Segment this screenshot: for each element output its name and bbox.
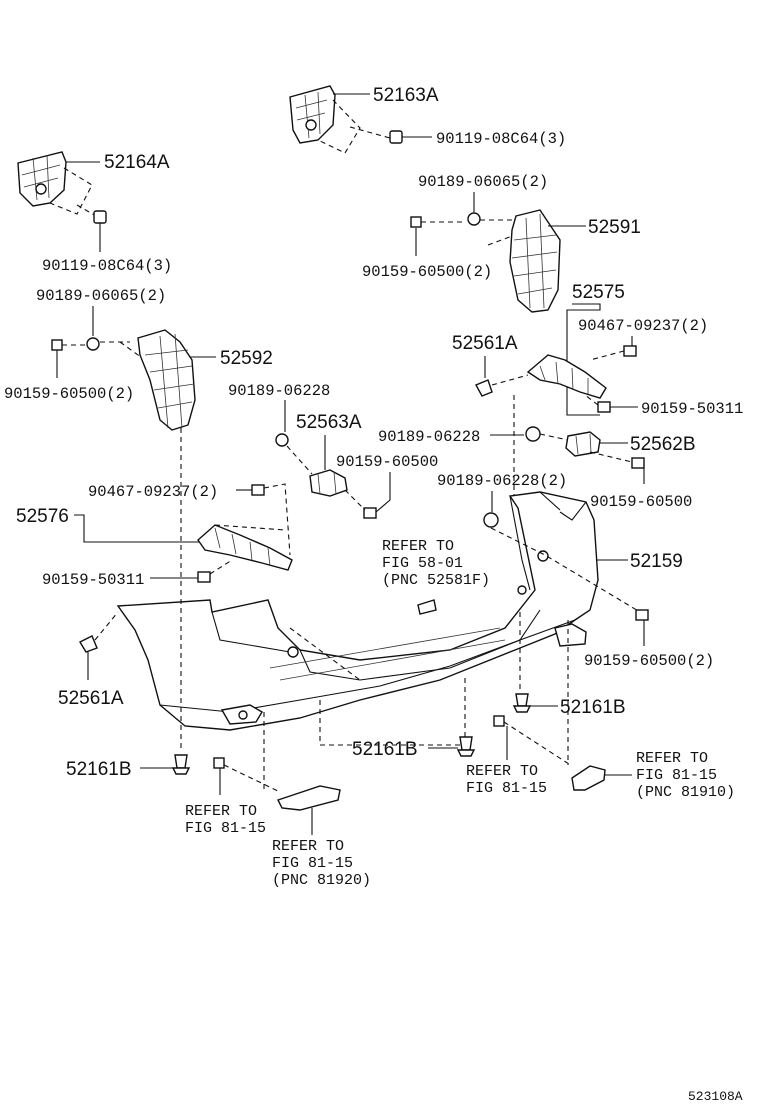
reflector-right[interactable] <box>571 765 606 791</box>
screw-icon[interactable] <box>197 571 211 583</box>
label-screw-90159-50311-b: 90159-50311 <box>42 571 144 589</box>
clip-icon[interactable] <box>86 337 100 351</box>
retainer-52562B[interactable] <box>565 431 601 457</box>
label-52591: 52591 <box>588 217 641 238</box>
clip-52561A-icon[interactable] <box>475 379 493 397</box>
bracket-52164A[interactable] <box>17 151 100 215</box>
bracket-52163A[interactable] <box>289 85 370 154</box>
label-52562B: 52562B <box>630 434 696 455</box>
figure-code: 523108A <box>688 1089 743 1104</box>
screw-icon[interactable] <box>410 216 422 228</box>
label-clip-90189-06065-b: 90189-06065(2) <box>36 287 166 305</box>
label-nut-90467-b: 90467-09237(2) <box>88 483 218 501</box>
bracket-52591[interactable] <box>509 209 561 313</box>
label-52561A-upper: 52561A <box>452 333 518 354</box>
clip-52161B-center[interactable] <box>456 736 476 757</box>
label-clip-90189-06228-a: 90189-06228 <box>228 382 330 400</box>
label-52159: 52159 <box>630 551 683 572</box>
label-screw-90159-60500-c: 90159-60500 <box>336 453 438 471</box>
screw-icon[interactable] <box>213 757 225 769</box>
clip-icon[interactable] <box>525 426 541 442</box>
label-52161B-right: 52161B <box>560 697 626 718</box>
clip-52161B-right[interactable] <box>512 693 532 713</box>
screw-icon[interactable] <box>493 715 505 727</box>
screw-icon[interactable] <box>363 507 377 519</box>
refer-fig-81-15-c: REFER TO FIG 81-15 <box>466 763 547 797</box>
label-bolt-90119-a: 90119-08C64(3) <box>436 130 566 148</box>
clip-icon[interactable] <box>483 512 499 528</box>
label-nut-90467-a: 90467-09237(2) <box>578 317 708 335</box>
nut-icon[interactable] <box>251 484 265 496</box>
label-clip-90189-06228-b: 90189-06228 <box>378 428 480 446</box>
label-52163A: 52163A <box>373 85 439 106</box>
label-clip-90189-06065-a: 90189-06065(2) <box>418 173 548 191</box>
bolt-90119-left[interactable] <box>76 204 107 252</box>
label-52561A-lower: 52561A <box>58 688 124 709</box>
label-52563A: 52563A <box>296 412 362 433</box>
bracket-52592[interactable] <box>137 329 196 431</box>
retainer-52576[interactable] <box>197 524 293 571</box>
reflector-left[interactable] <box>277 785 341 811</box>
label-52575: 52575 <box>572 282 625 303</box>
nut-icon[interactable] <box>623 345 637 357</box>
bolt-90119[interactable] <box>349 126 432 144</box>
clip-icon[interactable] <box>275 433 289 447</box>
emblem-icon <box>417 599 437 615</box>
label-52164A: 52164A <box>104 152 170 173</box>
label-52161B-center: 52161B <box>352 739 418 760</box>
label-bolt-90119-b: 90119-08C64(3) <box>42 257 172 275</box>
label-screw-90159-60500-e: 90159-60500(2) <box>584 652 714 670</box>
label-52576: 52576 <box>16 506 69 527</box>
refer-fig-81-15-a: REFER TO FIG 81-15 <box>185 803 266 837</box>
label-screw-90159-60500-b: 90159-60500(2) <box>4 385 134 403</box>
clip-52161B-left[interactable] <box>171 754 191 775</box>
label-52161B-left: 52161B <box>66 759 132 780</box>
retainer-52563A[interactable] <box>309 469 348 497</box>
label-screw-90159-60500-a: 90159-60500(2) <box>362 263 492 281</box>
screw-icon[interactable] <box>635 609 649 621</box>
refer-fig-81-15-d: REFER TO FIG 81-15 (PNC 81910) <box>636 750 735 801</box>
screw-icon[interactable] <box>597 401 611 413</box>
refer-fig-81-15-b: REFER TO FIG 81-15 (PNC 81920) <box>272 838 371 889</box>
label-screw-90159-50311-a: 90159-50311 <box>641 400 743 418</box>
screw-icon[interactable] <box>631 457 645 469</box>
refer-fig-58-01: REFER TO FIG 58-01 (PNC 52581F) <box>382 538 490 589</box>
clip-icon[interactable] <box>467 212 481 226</box>
rear-bumper-cover-52159[interactable] <box>116 491 599 731</box>
label-clip-90189-06228-c: 90189-06228(2) <box>437 472 567 490</box>
retainer-52575[interactable] <box>526 354 607 399</box>
clip-52561A-lower-icon[interactable] <box>79 635 98 653</box>
screw-icon[interactable] <box>51 339 63 351</box>
label-screw-90159-60500-d: 90159-60500 <box>590 493 692 511</box>
label-52592: 52592 <box>220 348 273 369</box>
